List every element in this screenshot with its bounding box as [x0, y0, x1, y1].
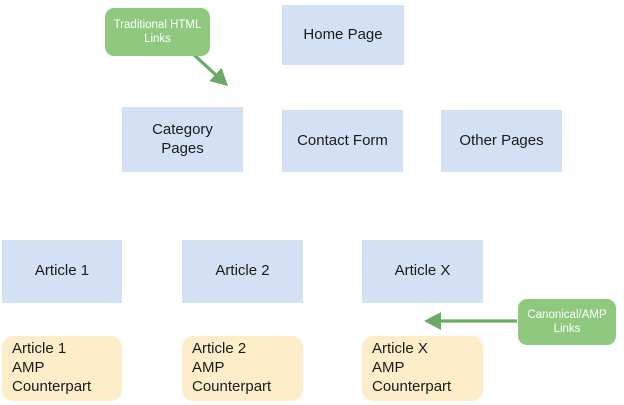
node-article-1[interactable]: Article 1 — [2, 240, 122, 303]
node-other-pages[interactable]: Other Pages — [441, 110, 562, 172]
node-article-1-amp-counterpart[interactable]: Article 1 AMP Counterpart — [2, 336, 122, 401]
node-article-2[interactable]: Article 2 — [182, 240, 303, 303]
label-canonical-amp-links[interactable]: Canonical/AMP Links — [518, 299, 616, 345]
node-article-x-amp-counterpart[interactable]: Article X AMP Counterpart — [362, 336, 483, 401]
node-home-page[interactable]: Home Page — [282, 5, 404, 65]
node-article-2-amp-counterpart[interactable]: Article 2 AMP Counterpart — [182, 336, 303, 401]
arrow-traditional-html-links — [190, 51, 228, 86]
node-category-pages[interactable]: Category Pages — [122, 107, 243, 172]
node-article-x[interactable]: Article X — [362, 240, 483, 303]
arrow-canonical-amp-links — [424, 312, 517, 330]
node-contact-form[interactable]: Contact Form — [282, 110, 403, 172]
label-traditional-html-links[interactable]: Traditional HTML Links — [105, 8, 210, 56]
